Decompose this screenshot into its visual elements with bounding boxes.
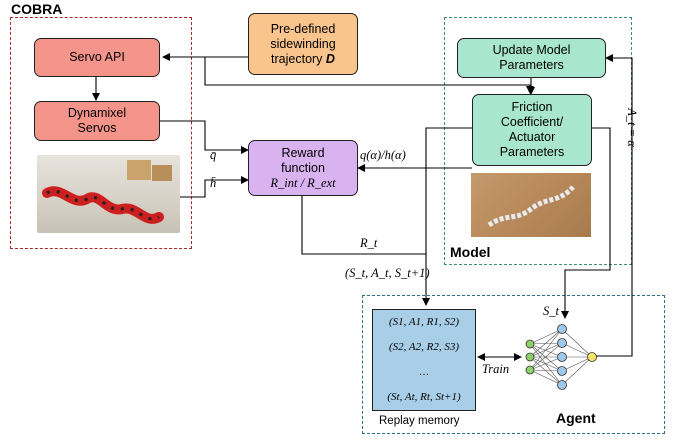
nn-hidden-node-4	[557, 366, 567, 376]
replay-row: (S1, A1, R1, S2)	[373, 310, 475, 336]
nn-edge	[529, 328, 563, 358]
nn-edge	[529, 328, 563, 371]
nn-edge	[529, 356, 563, 371]
nn-edge	[561, 328, 593, 358]
nn-hidden-node-5	[557, 380, 567, 390]
signal-s-t: S_t	[543, 304, 559, 318]
arrow-qbar	[160, 120, 249, 154]
nn-edge	[561, 356, 593, 386]
nn-edge	[529, 369, 563, 386]
reward-formula: R_int / R_ext	[270, 175, 336, 190]
replay-row: (St, At, Rt, St+1)	[373, 385, 475, 410]
nn-input-node-3	[525, 365, 535, 375]
model-title: Model	[450, 244, 491, 260]
servo-api-label: Servo API	[69, 50, 125, 64]
nn-edge	[529, 342, 563, 358]
cobra-title: COBRA	[11, 1, 63, 17]
line-reward-rt	[301, 196, 426, 255]
signal-q-over-h: q(α)/h(α)	[360, 148, 406, 162]
update-model-label-2: Parameters	[499, 58, 564, 72]
nn-edge	[529, 343, 563, 386]
friction-label-3: Actuator	[508, 130, 556, 144]
nn-edge	[529, 356, 563, 372]
update-model-box: Update Model Parameters	[457, 38, 606, 78]
predefined-label-3: trajectory	[271, 51, 323, 66]
dynamixel-label-2: Servos	[77, 121, 117, 135]
neural-network-icon	[529, 328, 593, 386]
replay-memory-stack: (S1, A1, R1, S2) (S2, A2, R2, S3) … (St,…	[372, 309, 476, 411]
replay-row: (S2, A2, R2, S3)	[373, 335, 475, 361]
nn-edge	[529, 328, 563, 345]
nn-edge	[529, 342, 563, 371]
nn-edge	[529, 369, 563, 372]
friction-label-4: Parameters	[499, 145, 565, 159]
friction-params-box: Friction Coefficient/ Actuator Parameter…	[472, 94, 592, 166]
reward-label-2: function	[281, 160, 325, 175]
dynamixel-label-1: Dynamixel	[67, 106, 127, 120]
nn-hidden-node-1	[557, 324, 567, 334]
arrow-action-to-update	[596, 54, 633, 357]
agent-region	[362, 295, 665, 434]
predefined-trajectory-box: Pre-defined sidewinding trajectory D	[248, 13, 358, 75]
signal-transition: (S_t, A_t, S_t+1)	[345, 266, 430, 280]
update-model-label-1: Update Model	[492, 43, 571, 57]
arrow-state-to-network	[561, 127, 611, 319]
arrow-hbar	[180, 176, 249, 198]
nn-edge	[561, 342, 593, 358]
replay-row: …	[373, 360, 475, 386]
predefined-symbol: D	[325, 51, 335, 66]
nn-edge	[529, 356, 563, 386]
nn-edge	[561, 356, 593, 372]
nn-edge	[529, 343, 563, 358]
simulation-image	[471, 173, 591, 237]
replay-memory-label: Replay memory	[379, 415, 460, 427]
signal-r-t: R_t	[360, 236, 378, 250]
reward-label-1: Reward	[281, 145, 325, 160]
reward-function-box: Reward function R_int / R_ext	[248, 140, 358, 196]
cobra-robot-photo	[37, 155, 180, 233]
predefined-label-1: Pre-defined	[270, 21, 336, 36]
friction-label-2: Coefficient/	[500, 115, 564, 129]
predefined-label-3-row: trajectory D	[271, 52, 335, 67]
nn-input-node-1	[525, 339, 535, 349]
servo-api-box: Servo API	[34, 38, 160, 77]
agent-title: Agent	[556, 410, 596, 426]
arrow-to-replay-memory	[422, 127, 472, 306]
nn-hidden-node-3	[557, 352, 567, 362]
signal-train: Train	[482, 362, 510, 376]
predefined-label-2: sidewinding	[270, 36, 336, 51]
signal-action: A_t = α	[624, 108, 639, 147]
nn-edge	[529, 342, 563, 345]
nn-edge	[529, 343, 563, 372]
signal-h-bar: h̄	[210, 176, 217, 190]
nn-output-node	[587, 352, 597, 362]
nn-input-node-2	[525, 352, 535, 362]
friction-label-1: Friction	[511, 100, 553, 114]
nn-hidden-node-2	[557, 338, 567, 348]
cobra-region	[10, 17, 192, 249]
signal-q-bar: q̄	[210, 148, 217, 162]
dynamixel-servos-box: Dynamixel Servos	[34, 101, 160, 141]
